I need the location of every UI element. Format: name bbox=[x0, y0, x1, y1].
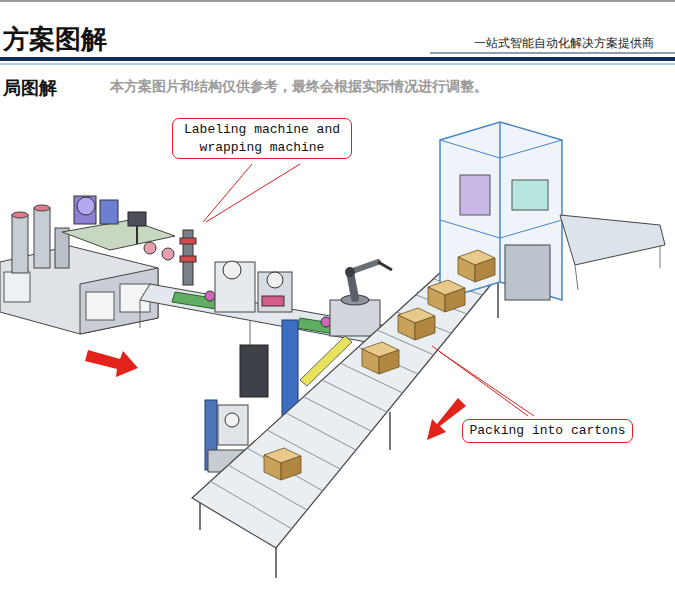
carton bbox=[362, 342, 399, 374]
carton bbox=[398, 308, 435, 340]
header-band bbox=[0, 57, 675, 61]
callout-box: Packing into cartons bbox=[462, 419, 633, 443]
section-heading: 局图解 bbox=[3, 76, 57, 100]
header-slogan: 一站式智能自动化解决方案提供商 bbox=[474, 35, 654, 52]
callout-text: Packing into cartons bbox=[468, 422, 627, 440]
flow-arrow bbox=[85, 350, 138, 377]
carton bbox=[458, 250, 495, 282]
callout-box: Labeling machine and wrapping machine bbox=[172, 118, 352, 159]
mounting-post bbox=[180, 230, 196, 285]
cartoning-machine bbox=[440, 122, 665, 300]
header-rule bbox=[430, 53, 675, 54]
top-rule bbox=[0, 0, 675, 2]
page-title: 方案图解 bbox=[3, 22, 107, 57]
carton bbox=[264, 448, 301, 480]
labeling-machine bbox=[0, 196, 175, 334]
leader-line bbox=[203, 164, 534, 416]
wrapping-machine bbox=[215, 261, 298, 420]
note-text: 本方案图片和结构仅供参考，最终会根据实际情况进行调整。 bbox=[110, 78, 488, 96]
carton bbox=[428, 280, 465, 312]
flow-arrow bbox=[427, 398, 466, 440]
callout-text: Labeling machine and wrapping machine bbox=[178, 121, 346, 156]
header-rule bbox=[0, 64, 675, 65]
roller-conveyor bbox=[192, 262, 498, 578]
